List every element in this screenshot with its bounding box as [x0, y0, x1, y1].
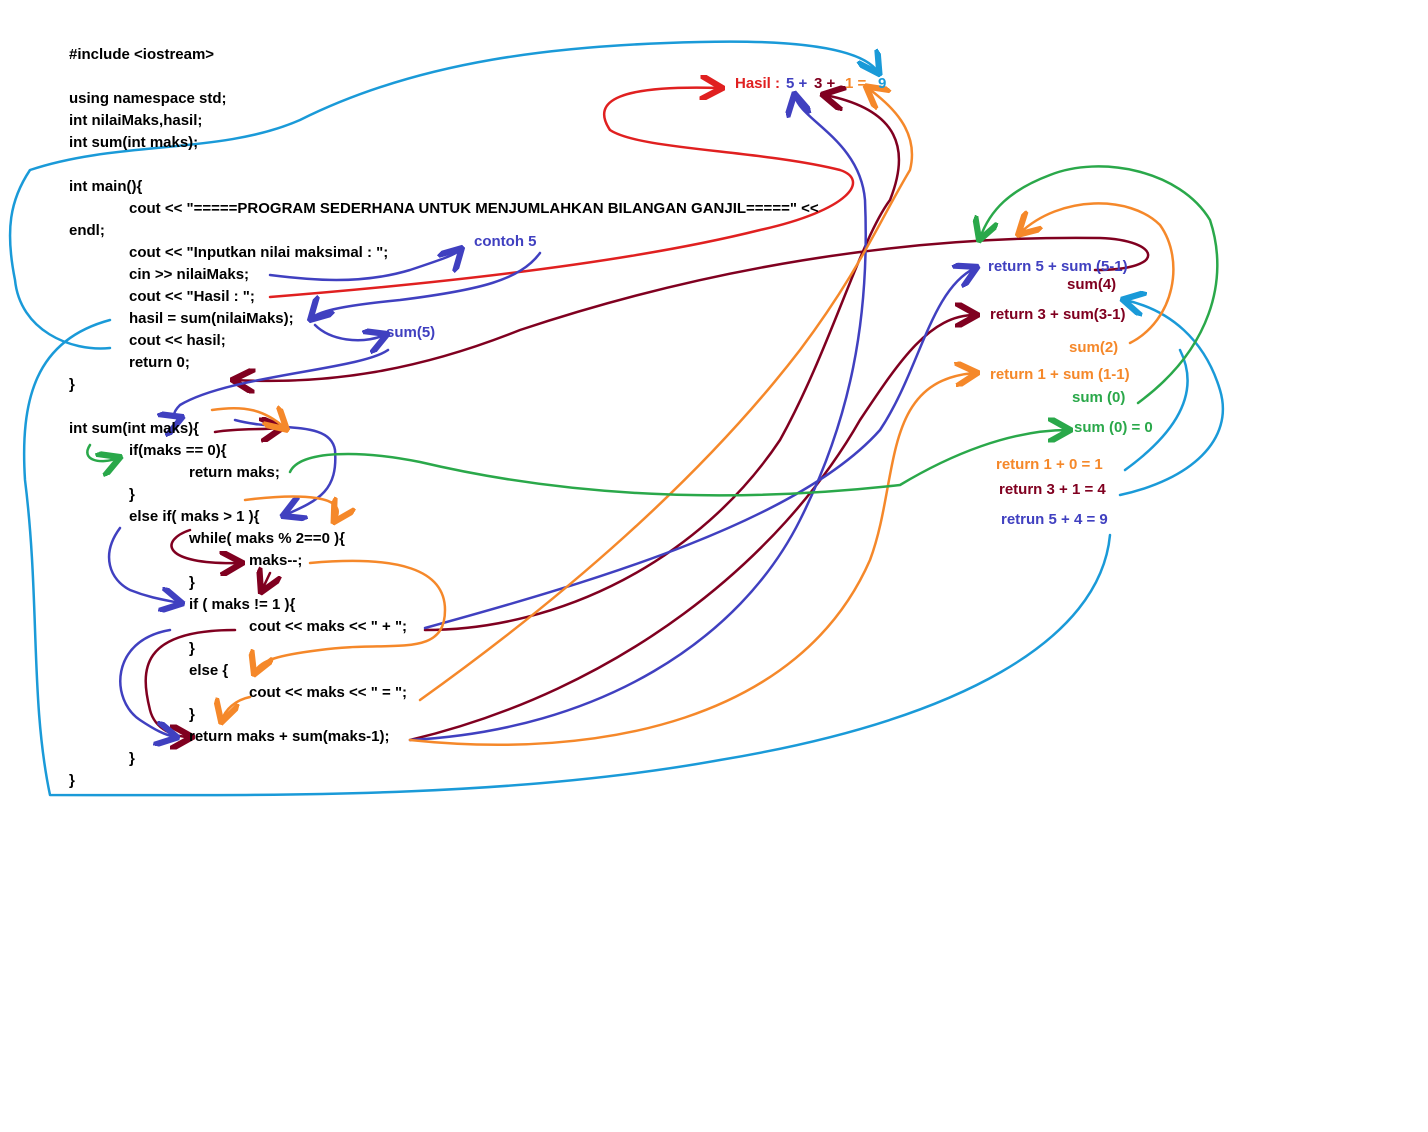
- code-line-if-not-one: if ( maks != 1 ){: [189, 596, 296, 613]
- code-line-using: using namespace std;: [69, 90, 227, 107]
- sum0-equals-label: sum (0) = 0: [1074, 419, 1153, 436]
- code-line-main: int main(){: [69, 178, 143, 195]
- code-line-cout-title: cout << "=====PROGRAM SEDERHANA UNTUK ME…: [129, 200, 819, 217]
- green-arrow: [980, 165, 1219, 405]
- code-line-sum-def: int sum(int maks){: [69, 420, 200, 437]
- code-line-cout-result: cout << hasil;: [129, 332, 226, 349]
- code-line-if-close: }: [129, 486, 135, 503]
- code-line-cout-equals: cout << maks << " = ";: [249, 684, 408, 701]
- darkred-arrow: [235, 236, 1150, 381]
- cyan-arrow: [8, 40, 1112, 797]
- code-line-sum-close: }: [69, 772, 75, 789]
- sum0-label: sum (0): [1072, 389, 1126, 406]
- hasil-term-5: 5 +: [786, 75, 808, 92]
- code-line-while: while( maks % 2==0 ){: [189, 530, 345, 547]
- result-4-label: return 3 + 1 = 4: [999, 481, 1106, 498]
- code-line-else: else {: [189, 662, 229, 679]
- sum5-label: sum(5): [386, 324, 436, 341]
- hasil-term-3: 3 +: [814, 75, 836, 92]
- code-line-prototype: int sum(int maks);: [69, 134, 199, 151]
- hasil-label: Hasil :: [735, 75, 781, 92]
- code-line-decrement: maks--;: [249, 552, 303, 569]
- sum4-label: sum(4): [1067, 276, 1117, 293]
- code-line-if-zero: if(maks == 0){: [129, 442, 227, 459]
- blue-arrow: [268, 250, 460, 282]
- code-line-cout-hasil: cout << "Hasil : ";: [129, 288, 255, 305]
- code-line-include: #include <iostream>: [69, 46, 215, 63]
- code-line-if2-close: }: [189, 640, 195, 657]
- sum2-label: sum(2): [1069, 339, 1119, 356]
- result-1-label: return 1 + 0 = 1: [996, 456, 1103, 473]
- return-5-label: return 5 + sum (5-1): [988, 258, 1128, 275]
- code-line-hasil-assign: hasil = sum(nilaiMaks);: [129, 310, 294, 327]
- code-line-cout-plus: cout << maks << " + ";: [249, 618, 408, 635]
- code-line-else-close: }: [189, 706, 195, 723]
- return-3-label: return 3 + sum(3-1): [990, 306, 1126, 323]
- code-line-return0: return 0;: [129, 354, 190, 371]
- code-line-endl: endl;: [69, 222, 105, 239]
- orange-arrow: [1020, 202, 1175, 345]
- code-line-return-maks: return maks;: [189, 464, 280, 481]
- code-line-else-if: else if( maks > 1 ){: [129, 508, 260, 525]
- hasil-total-9: 9: [878, 75, 887, 92]
- code-line-elseif-close: }: [129, 750, 135, 767]
- code-line-while-close: }: [189, 574, 195, 591]
- code-line-main-close: }: [69, 376, 75, 393]
- code-line-return-recursive: return maks + sum(maks-1);: [189, 728, 390, 745]
- return-1-label: return 1 + sum (1-1): [990, 366, 1130, 383]
- code-line-cin: cin >> nilaiMaks;: [129, 266, 250, 283]
- code-line-globals: int nilaiMaks,hasil;: [69, 112, 203, 129]
- code-line-cout-input: cout << "Inputkan nilai maksimal : ";: [129, 244, 389, 261]
- result-9-label: retrun 5 + 4 = 9: [1001, 511, 1108, 528]
- hasil-term-1: 1 =: [845, 75, 867, 92]
- contoh-label: contoh 5: [474, 233, 537, 250]
